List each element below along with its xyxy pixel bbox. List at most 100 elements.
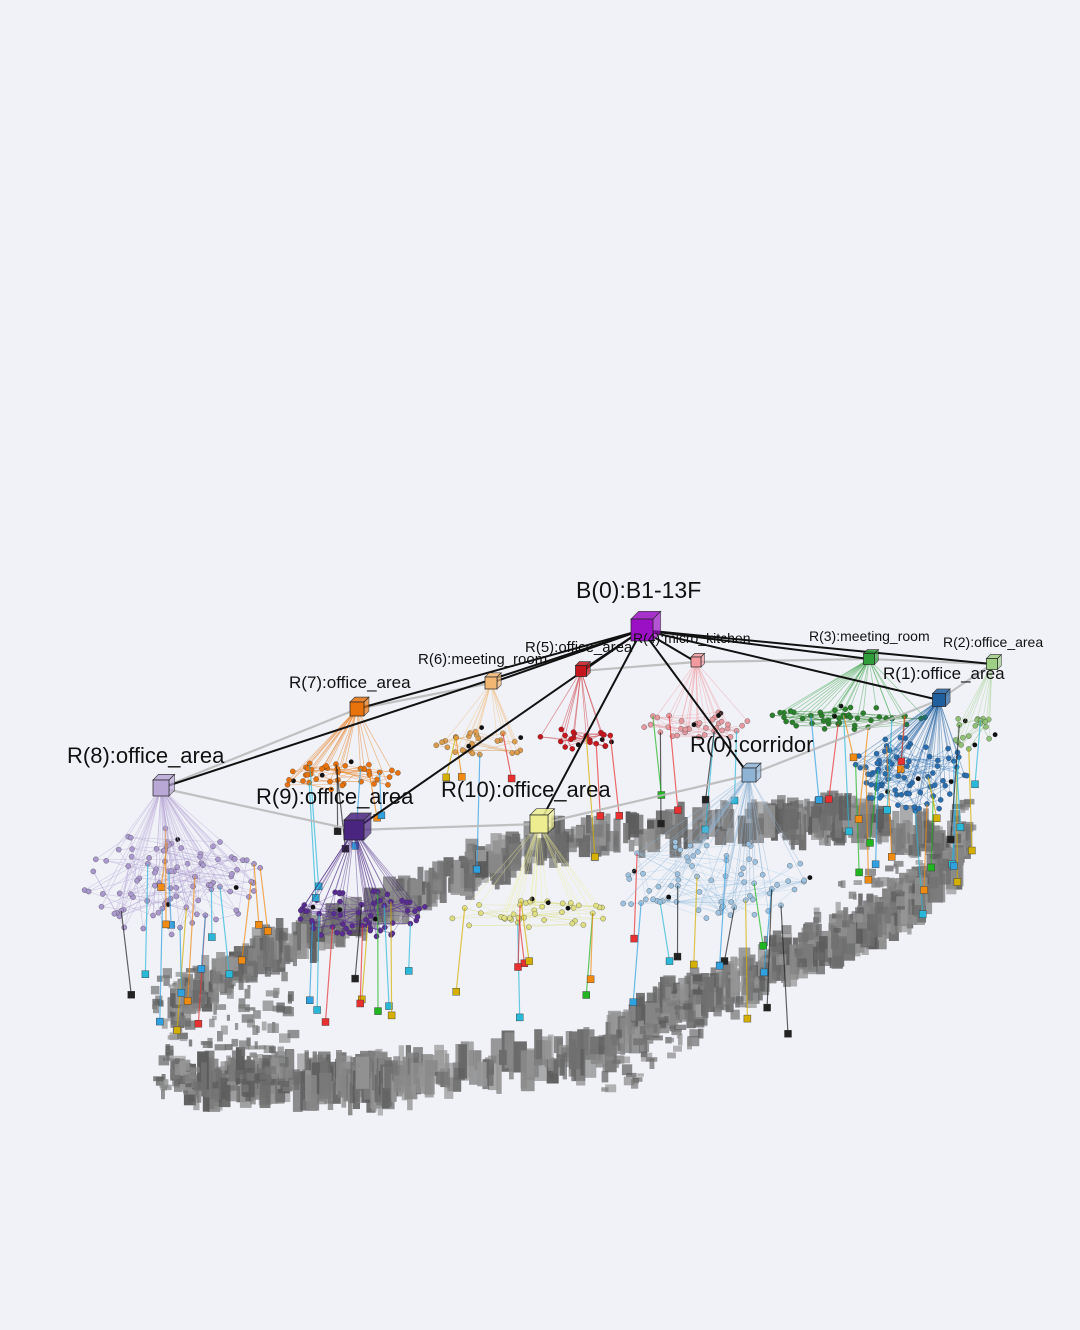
place-edge [119, 858, 235, 894]
room-place-edge [356, 708, 375, 784]
room-node-r6[interactable] [484, 671, 503, 690]
place-node [85, 888, 92, 895]
mesh-patch [355, 1056, 370, 1089]
mesh-patch [541, 1036, 552, 1059]
room-place-edge [287, 708, 358, 786]
mesh-patch [244, 1059, 255, 1068]
mesh-patch [832, 935, 843, 969]
mesh-patch [275, 1066, 288, 1086]
room-place-edge [695, 661, 716, 718]
mesh-patch [583, 1049, 597, 1078]
place-node [173, 893, 180, 900]
place-edge [234, 858, 254, 883]
mesh-patch [212, 1015, 217, 1021]
room-node-r5[interactable] [574, 660, 592, 678]
mesh-patch [435, 1050, 448, 1072]
place-node [923, 744, 929, 750]
mesh-patch [526, 1050, 535, 1077]
room-node-r3[interactable] [862, 648, 880, 666]
place-edge [745, 881, 804, 901]
mesh-patch [908, 869, 916, 881]
place-node [696, 734, 702, 740]
room-nodes-layer[interactable] [152, 610, 1003, 841]
object-node [312, 894, 320, 902]
mesh-patch [520, 1052, 527, 1089]
mesh-patch [383, 899, 395, 925]
place-node [323, 763, 329, 769]
room-node-r7[interactable] [349, 696, 370, 717]
room-place-edge [160, 787, 172, 935]
place-node [906, 758, 912, 765]
object-edge [693, 876, 698, 965]
place-edge [480, 905, 579, 914]
room-node-r7-front [349, 701, 365, 717]
room-to-place-edges-layer [101, 657, 993, 937]
room-place-edge [670, 774, 750, 887]
room-node-r8[interactable] [152, 773, 176, 797]
room-place-edge [695, 661, 729, 725]
place-edge [121, 848, 133, 911]
mesh-patch [254, 938, 267, 959]
place-node [982, 719, 989, 725]
mesh-patch [730, 967, 736, 979]
object-edge [595, 743, 601, 817]
place-node [876, 714, 883, 720]
building-node[interactable] [630, 610, 662, 642]
place-node [506, 915, 513, 921]
mesh-patch [464, 859, 474, 889]
room-node-r1[interactable] [931, 688, 951, 708]
room-node-r4[interactable] [690, 652, 706, 668]
place-node [903, 804, 909, 811]
place-edge [704, 730, 737, 736]
place-edge [518, 910, 535, 918]
object-edge [585, 735, 596, 857]
place-node [701, 732, 708, 738]
object-edge [632, 902, 642, 1003]
mesh-patch [917, 866, 927, 875]
place-edge [854, 724, 907, 730]
room-place-edge [302, 829, 355, 909]
mesh-patch [862, 928, 871, 946]
room-room-edge [538, 773, 750, 826]
mesh-patch [722, 802, 730, 830]
room-place-edge [513, 823, 540, 915]
room-node-r0[interactable] [741, 762, 762, 783]
room-edges-r10 [464, 823, 604, 928]
place-edge [128, 865, 232, 877]
mesh-patch [264, 1066, 277, 1075]
place-edge [528, 923, 573, 928]
room-place-edge [288, 708, 358, 781]
mesh-patch [213, 1003, 217, 1015]
room-node-r9[interactable] [343, 812, 372, 841]
room-label-r6: R(6):meeting_room [418, 651, 547, 668]
place-edge [887, 768, 920, 809]
object-node [405, 967, 413, 975]
mesh-patch [259, 1074, 268, 1080]
mesh-patch [282, 933, 295, 948]
place-edge [933, 774, 965, 797]
mesh-patch [191, 1003, 202, 1012]
room-place-edge [802, 658, 870, 719]
room-place-edge [160, 787, 193, 923]
mesh-patch [547, 1034, 554, 1071]
mesh-patch [668, 1037, 674, 1043]
place-node [195, 897, 201, 904]
place-edge [657, 717, 697, 724]
place-node [444, 744, 451, 751]
place-edge [304, 904, 334, 915]
room-node-r10[interactable] [529, 807, 556, 834]
object-node [351, 842, 359, 850]
mesh-patch [562, 1052, 567, 1080]
place-node [703, 842, 710, 849]
place-node [233, 907, 240, 914]
mesh-patch [162, 968, 172, 979]
room-node-r2[interactable] [985, 653, 1003, 671]
place-edge [656, 873, 678, 902]
place-edge [561, 729, 573, 749]
room-place-edge [792, 658, 870, 723]
mesh-patch [623, 1076, 635, 1086]
place-node [932, 782, 938, 788]
mesh-patch [621, 1064, 633, 1076]
room-place-edge [927, 699, 940, 777]
mesh-patch [879, 816, 892, 837]
